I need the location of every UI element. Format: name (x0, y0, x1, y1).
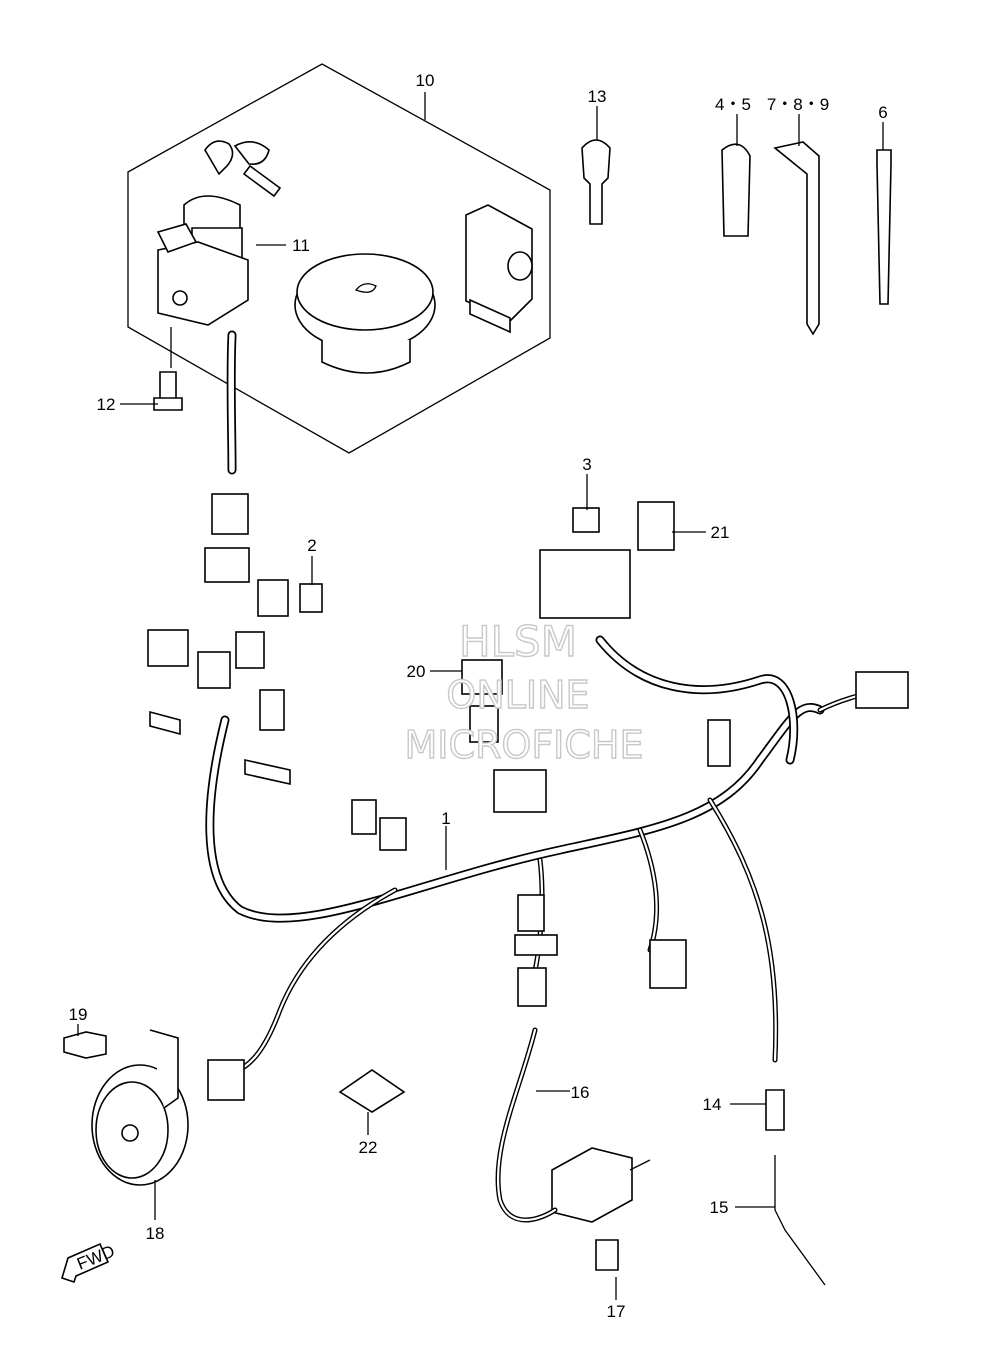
main-wire-harness (147, 330, 909, 1101)
watermark-line-3: MICROFICHE (404, 723, 643, 767)
spring-icon (774, 1155, 826, 1286)
blank-key-icon (581, 139, 611, 225)
key-set-icon (204, 140, 282, 198)
callout-3: 3 (582, 455, 591, 474)
screw-icon (153, 371, 183, 411)
small-parts: FWD (61, 139, 892, 1286)
callout-labels: 10 11 12 13 4・5 7・8・9 6 2 3 21 20 1 19 2… (69, 71, 888, 1321)
callout-4-5: 4・5 (715, 95, 751, 114)
fuel-cap-icon (294, 253, 436, 374)
callout-20: 20 (407, 662, 426, 681)
callout-1: 1 (441, 809, 450, 828)
clamp-icon (721, 143, 751, 237)
neutral-switch-icon (765, 1089, 785, 1131)
callout-13: 13 (588, 87, 607, 106)
leader-lines (77, 92, 884, 1300)
callout-11: 11 (292, 236, 310, 255)
watermark-line-2: ONLINE (446, 673, 589, 717)
long-clamp-icon (773, 141, 820, 336)
relay-icon (299, 583, 323, 613)
fwd-label: FWD (74, 1242, 117, 1274)
callout-6: 6 (878, 103, 887, 122)
ignition-switch-icon (156, 195, 249, 326)
callout-18: 18 (146, 1224, 165, 1243)
watermark: HLSM ONLINE MICROFICHE (404, 616, 644, 767)
fuse-icon (572, 507, 600, 533)
watermark-line-1: HLSM (459, 617, 577, 666)
callout-2: 2 (307, 536, 316, 555)
callout-14: 14 (703, 1095, 722, 1114)
stop-switch-icon (551, 1147, 633, 1223)
callout-7-8-9: 7・8・9 (767, 95, 829, 114)
fwd-arrow-icon: FWD (61, 1242, 117, 1284)
bolt-icon (63, 1031, 107, 1059)
label-sticker-icon (338, 1069, 406, 1113)
callout-12: 12 (97, 395, 116, 414)
callout-22: 22 (359, 1138, 378, 1157)
ignition-kit-group (127, 63, 551, 454)
callout-10: 10 (416, 71, 435, 90)
seat-lock-icon (465, 204, 533, 334)
callout-19: 19 (69, 1005, 88, 1024)
screw-17-icon (595, 1239, 619, 1271)
callout-16: 16 (571, 1083, 590, 1102)
callout-21: 21 (711, 523, 730, 542)
callout-17: 17 (607, 1302, 626, 1321)
cable-tie-icon (876, 149, 892, 305)
callout-15: 15 (710, 1198, 729, 1217)
horn-icon (91, 1029, 189, 1186)
